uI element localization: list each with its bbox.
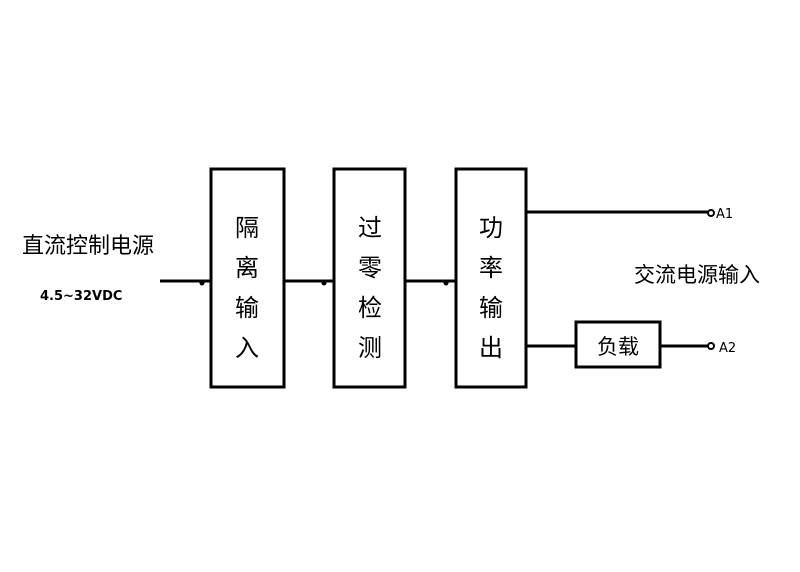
block2-char: 过: [358, 214, 382, 242]
block2-char: 检: [358, 294, 382, 322]
arrow-dot: [321, 280, 327, 286]
block2-char: 测: [358, 334, 382, 362]
block3-char: 出: [479, 334, 503, 362]
block3-char: 输: [479, 294, 503, 322]
dc-voltage-range: 4.5~32VDC: [40, 289, 122, 304]
a1-label: A1: [716, 207, 733, 222]
load-label: 负载: [597, 335, 639, 359]
input-arrow-dot: [199, 280, 205, 286]
block3-char: 功: [479, 214, 503, 242]
block2-char: 零: [358, 254, 382, 282]
block1-char: 输: [235, 294, 259, 322]
isolation-input-block: [209, 167, 286, 389]
dc-source-label: 直流控制电源: [22, 234, 154, 259]
arrow-dot: [443, 280, 449, 286]
block1-char: 离: [235, 254, 259, 282]
block1-char: 隔: [235, 214, 259, 242]
a2-terminal: [707, 342, 715, 350]
zero-crossing-block: [332, 167, 407, 389]
power-output-block: [454, 167, 528, 389]
ac-source-label: 交流电源输入: [634, 263, 760, 287]
a2-label: A2: [719, 341, 736, 356]
block1-char: 入: [235, 334, 259, 362]
block3-char: 率: [479, 254, 503, 282]
a1-terminal: [707, 209, 715, 217]
